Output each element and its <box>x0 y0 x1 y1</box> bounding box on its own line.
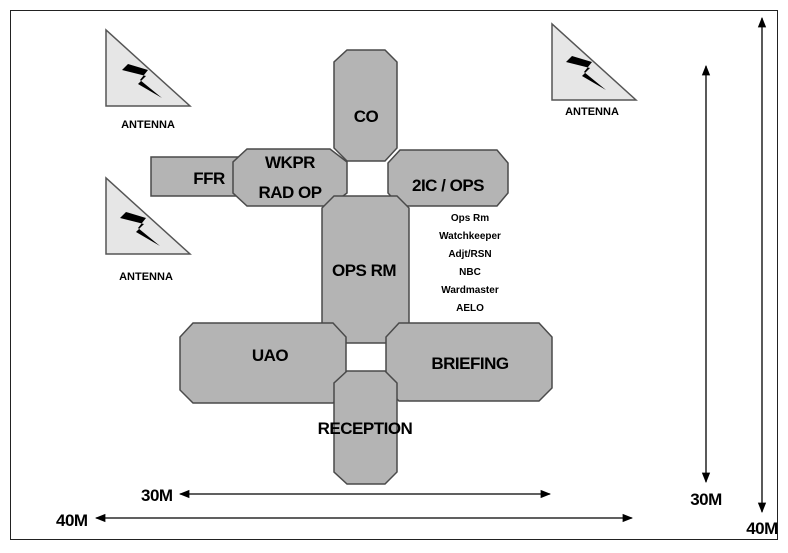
antenna-label: ANTENNA <box>565 106 619 118</box>
room-uao: UAO <box>179 322 347 404</box>
room-shape <box>333 49 398 162</box>
room-2ic-ops: 2IC / OPS <box>387 149 509 207</box>
dimension-outer-height: 40M <box>746 16 779 538</box>
staff-item: NBC <box>459 267 481 278</box>
staff-item: AELO <box>456 303 484 314</box>
antenna-triangle <box>551 22 638 101</box>
room-shape <box>385 322 553 402</box>
antenna-triangle <box>105 28 192 107</box>
room-label-briefing: BRIEFING <box>431 354 509 373</box>
staff-item: Ops Rm <box>451 213 489 224</box>
dimension-label-40m-vertical: 40M <box>746 519 778 538</box>
room-co: CO <box>333 49 398 162</box>
room-label-rad-op: RAD OP <box>258 183 321 202</box>
antenna-top-right: ANTENNA <box>551 22 638 118</box>
dimension-label-40m: 40M <box>56 511 88 530</box>
room-label-ffr: FFR <box>193 169 225 188</box>
antenna-top-left: ANTENNA <box>105 28 192 131</box>
antenna-label: ANTENNA <box>119 271 173 283</box>
room-ops-rm: OPS RM <box>321 195 410 344</box>
room-shape <box>387 149 509 207</box>
room-label-2ic-ops: 2IC / OPS <box>412 176 484 195</box>
dimension-label-30m: 30M <box>141 486 173 505</box>
diagram-frame <box>10 10 778 540</box>
lightning-icon <box>122 64 162 98</box>
room-label-uao: UAO <box>252 346 289 365</box>
antenna-label: ANTENNA <box>121 119 175 131</box>
antenna-middle-left: ANTENNA <box>105 176 192 283</box>
room-label-ops-rm: OPS RM <box>332 261 396 280</box>
antenna-triangle <box>105 176 192 255</box>
dimension-label-30m-vertical: 30M <box>690 490 722 509</box>
room-shape <box>179 322 347 404</box>
dimension-inner-height: 30M <box>690 64 723 509</box>
dimension-outer-width: 40M <box>56 511 634 530</box>
room-reception: RECEPTION <box>318 370 413 485</box>
room-briefing: BRIEFING <box>385 322 553 402</box>
ops-rm-staff-list: Ops Rm Watchkeeper Adjt/RSN NBC Wardmast… <box>439 213 501 314</box>
lightning-icon <box>566 56 606 90</box>
staff-item: Adjt/RSN <box>448 249 491 260</box>
room-wkpr: WKPR RAD OP <box>232 148 348 207</box>
room-label-wkpr: WKPR <box>265 153 315 172</box>
staff-item: Wardmaster <box>441 285 499 296</box>
staff-item: Watchkeeper <box>439 231 501 242</box>
dimension-inner-width: 30M <box>141 486 552 505</box>
room-shape <box>333 370 398 485</box>
room-label-co: CO <box>354 107 379 126</box>
lightning-icon <box>120 212 160 246</box>
room-ffr: FFR <box>150 156 244 197</box>
room-label-reception: RECEPTION <box>318 419 413 438</box>
room-shape <box>150 156 244 197</box>
